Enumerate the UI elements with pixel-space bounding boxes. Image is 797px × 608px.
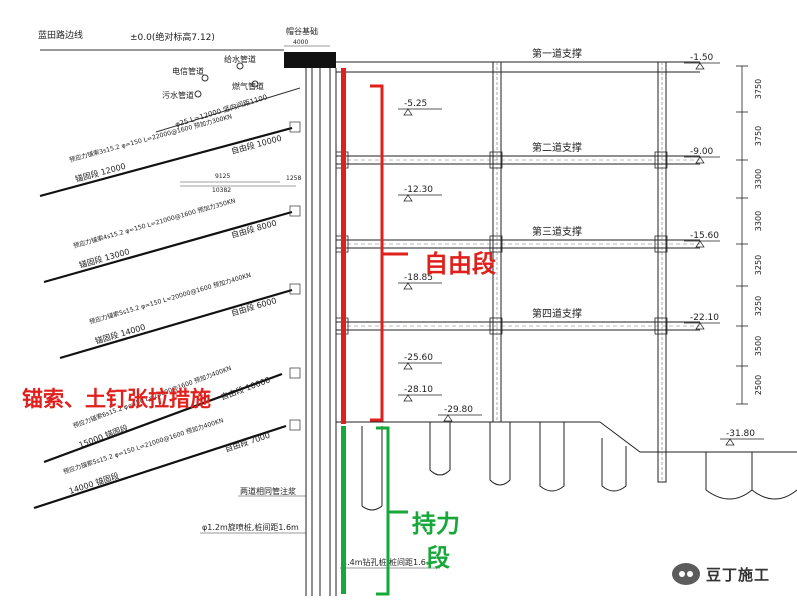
strut-label-4: 第四道支撑 (532, 307, 582, 320)
wall-elev-3: -18.85 (404, 273, 433, 283)
wall-elev-6: -29.80 (444, 405, 473, 415)
pipe-gas-label: 燃气管道 (232, 81, 264, 91)
wall-elev-5: -28.10 (404, 385, 433, 395)
dim-1258: 1258 (286, 175, 301, 182)
dim-9125: 9125 (215, 173, 230, 180)
free-segment-marker: 自由段 (341, 68, 496, 424)
wall-elev-4: -25.60 (404, 353, 433, 363)
wall-elev-7: -31.80 (726, 429, 755, 439)
watermark: 豆丁施工 (672, 556, 792, 592)
anchor-fixed-4: 15000 锚固段 (77, 422, 129, 449)
anchor-line-4 (43, 372, 283, 464)
anchor-free-4: 自由段 10000 (219, 374, 271, 401)
top-beam-dim: 4000 (293, 39, 308, 46)
anchors-group: 预应力锚索3s15.2 φ=150 L=22000@1600 预加力300KN自… (33, 112, 301, 510)
right-dim-1: 3750 (754, 79, 763, 99)
elev-zero-label: ±0.0(绝对标高7.12) (130, 31, 215, 43)
pipes-group: 电信管道 给水管道 燃气管道 污水管道 (162, 54, 264, 100)
anchor-spec-1: 预应力锚索3s15.2 φ=150 L=22000@1600 预加力300KN (68, 112, 233, 164)
crown-beam (284, 52, 336, 68)
pipe-water-label: 给水管道 (224, 54, 256, 64)
anchor-spec-3: 预应力锚索5s15.2 φ=150 L=20000@1600 预加力400KN (88, 271, 252, 326)
anchor-line-2 (43, 210, 293, 284)
bearing-label-line1: 持力 (412, 510, 460, 538)
top-beam-label: 帽谷基础 (286, 26, 318, 36)
excavation-base (336, 421, 797, 511)
bearing-label-line2: 段 (426, 544, 450, 572)
wall-elevations: -5.25 -12.30 -18.85 -25.60 -28.10 -29.80 -31.8… (398, 99, 764, 446)
right-dim-3: 3300 (754, 169, 763, 189)
anchor-free-3: 自由段 6000 (230, 295, 278, 318)
wechat-logo-icon (672, 563, 700, 585)
row-piles-label: 两道相同管注浆 (240, 486, 296, 496)
right-dim-6: 3250 (754, 296, 763, 316)
dim-10382: 10382 (212, 187, 231, 194)
struts-group: 第一道支撑 -1.50 第二道支撑 -9.00 第三道支撑 -15.60 第四道支撑 -22.… (335, 47, 720, 335)
cable-measure-label: 锚索、土钉张拉措施 (22, 387, 211, 411)
strut-elev-2: -9.00 (690, 147, 714, 157)
strut-elev-1: -1.50 (690, 53, 714, 63)
anchor-line-3 (59, 288, 293, 360)
bearing-segment-marker: 持力 段 (341, 426, 460, 596)
anchor-spec-2: 预应力锚索4s15.2 φ=150 L=21000@1600 预加力350KN (72, 196, 236, 249)
watermark-text: 豆丁施工 (706, 565, 771, 584)
anchor-fixed-3: 锚固段 14000 (94, 322, 147, 346)
road-label: 蓝田路边线 (38, 29, 83, 41)
columns-group (492, 61, 667, 483)
strut-elev-3: -15.60 (690, 231, 719, 241)
strut-label-2: 第二道支撑 (532, 141, 582, 154)
anchor-free-5: 自由段 7000 (224, 430, 272, 454)
right-dim-4: 3300 (754, 211, 763, 231)
anchor-line-5 (33, 424, 287, 510)
pipe-sewer-label: 污水管道 (162, 90, 194, 100)
right-dim-7: 3500 (754, 336, 763, 356)
soil-nail-line (155, 87, 301, 133)
strut-label-3: 第三道支撑 (532, 225, 582, 238)
strut-elev-4: -22.10 (690, 313, 719, 323)
anchor-free-2: 自由段 8000 (230, 218, 278, 240)
pipe-power-label: 电信管道 (172, 66, 204, 76)
wall-elev-2: -12.30 (404, 185, 433, 195)
anchor-fixed-2: 锚固段 13000 (78, 246, 131, 270)
pile-bored-label: 1.4m钻孔桩,桩间距1.6 (342, 557, 426, 567)
anchor-line-1 (39, 126, 293, 198)
free-segment-label: 自由段 (424, 250, 496, 278)
strut-label-1: 第一道支撑 (532, 47, 582, 60)
pile-jet-label: φ1.2m旋喷桩,桩间距1.6m (202, 522, 299, 532)
right-dim-8: 2500 (754, 375, 763, 395)
anchor-free-1: 自由段 10000 (230, 133, 283, 156)
right-dim-2: 3750 (754, 126, 763, 146)
right-dim-5: 3250 (754, 255, 763, 275)
wall-elev-1: -5.25 (404, 99, 427, 109)
retaining-wall (305, 68, 337, 596)
right-dimension-chain: 3750 3750 3300 3300 3250 3250 3500 2500 (736, 65, 763, 405)
